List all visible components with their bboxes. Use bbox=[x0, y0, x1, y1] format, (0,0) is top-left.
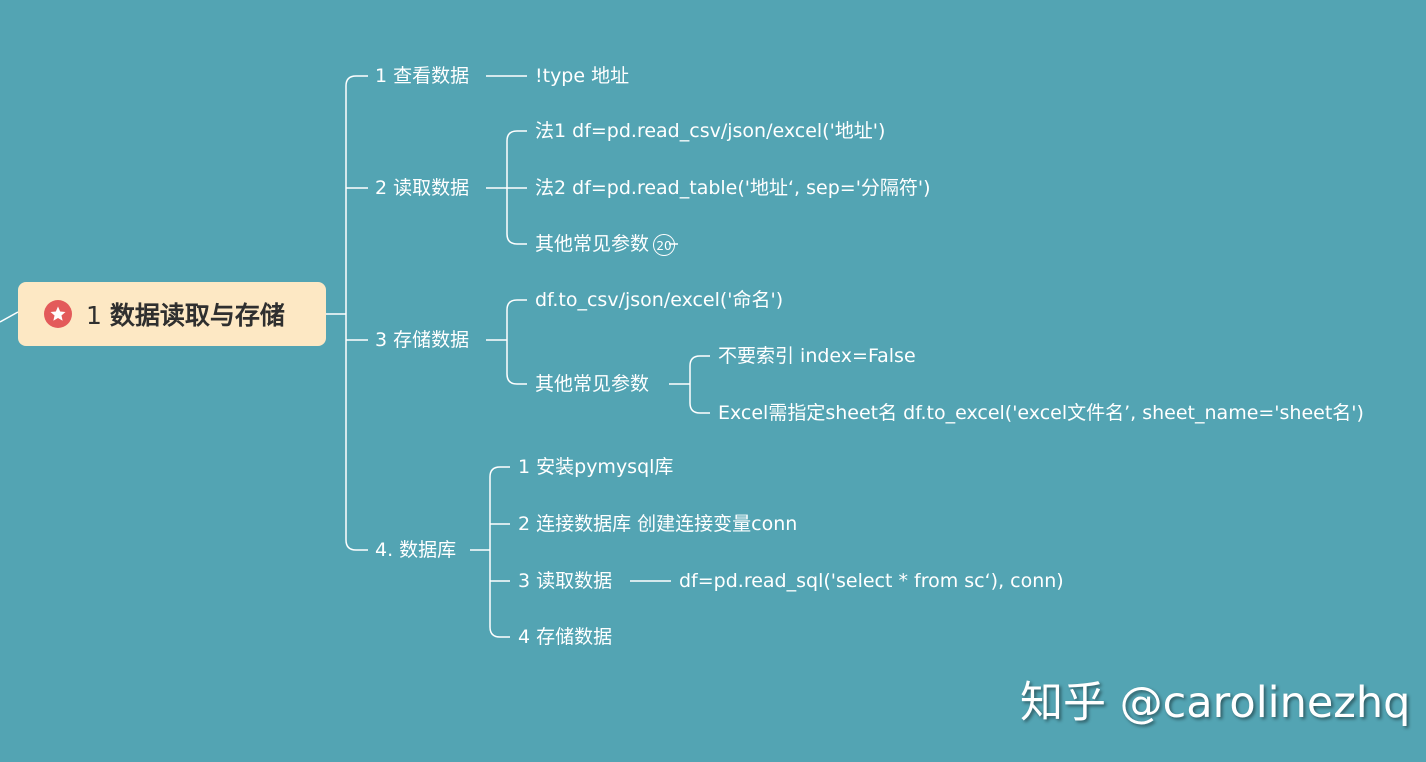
subtopic-save-method[interactable]: df.to_csv/json/excel('命名') bbox=[535, 289, 784, 311]
connector-b4-trunk bbox=[489, 466, 510, 638]
subtopic-install-pymysql[interactable]: 1 安装pymysql库 bbox=[518, 456, 674, 478]
subtopic-db-save[interactable]: 4 存储数据 bbox=[518, 626, 613, 648]
subtopic-db-read[interactable]: 3 读取数据 bbox=[518, 570, 613, 592]
collapsed-count-badge[interactable]: 20 bbox=[653, 233, 676, 256]
topic-read-data[interactable]: 2 读取数据 bbox=[375, 177, 470, 199]
subtopic-read-sql[interactable]: df=pd.read_sql('select * from sc‘), conn… bbox=[679, 570, 1064, 592]
subtopic-save-params[interactable]: 其他常见参数 bbox=[535, 373, 650, 395]
subtopic-read-method-1[interactable]: 法1 df=pd.read_csv/json/excel('地址') bbox=[535, 120, 886, 142]
connector-b3-trunk bbox=[506, 299, 527, 385]
subtopic-excel-sheet[interactable]: Excel需指定sheet名 df.to_excel('excel文件名’, s… bbox=[718, 402, 1364, 424]
connector-b3-sub-trunk bbox=[689, 355, 710, 414]
subtopic-connect-db[interactable]: 2 连接数据库 创建连接变量conn bbox=[518, 513, 798, 535]
topic-view-data[interactable]: 1 查看数据 bbox=[375, 65, 470, 87]
subtopic-read-params-label: 其他常见参数 bbox=[535, 233, 650, 255]
topic-database[interactable]: 4. 数据库 bbox=[375, 539, 457, 561]
subtopic-type-address[interactable]: !type 地址 bbox=[535, 65, 630, 87]
root-title-text: 数据读取与存储 bbox=[109, 301, 285, 330]
topic-save-data[interactable]: 3 存储数据 bbox=[375, 329, 470, 351]
connector-parent bbox=[0, 311, 19, 323]
star-icon bbox=[44, 300, 72, 328]
watermark: 知乎 @carolinezhq bbox=[1020, 678, 1411, 728]
root-number: 1 bbox=[86, 301, 102, 330]
subtopic-read-method-2[interactable]: 法2 df=pd.read_table('地址‘, sep='分隔符') bbox=[535, 177, 931, 199]
connector-level1-trunk bbox=[345, 75, 368, 551]
subtopic-no-index[interactable]: 不要索引 index=False bbox=[718, 345, 916, 367]
